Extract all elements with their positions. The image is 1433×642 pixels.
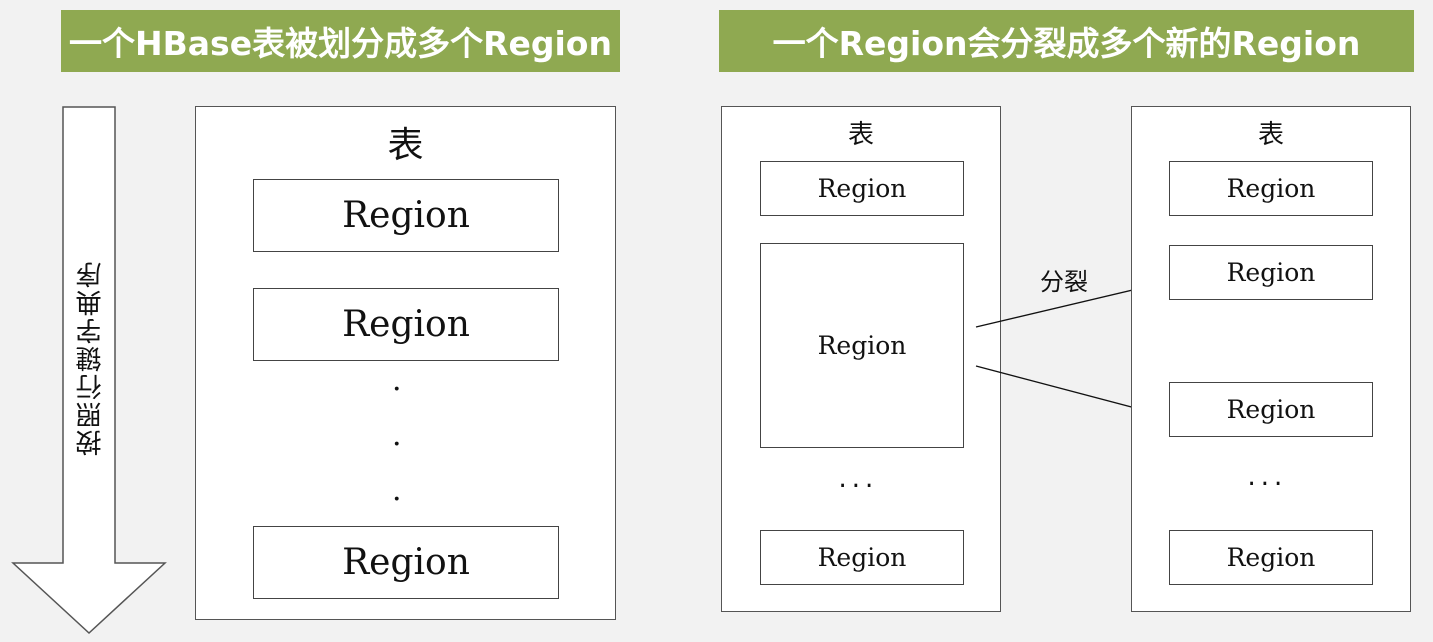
before-region-1: Region (760, 161, 964, 216)
split-label: 分裂 (1040, 268, 1088, 296)
left-table-title: 表 (387, 125, 424, 166)
left-region-1: Region (253, 179, 559, 252)
left-banner: 一个HBase表被划分成多个Region (61, 10, 620, 72)
before-ellipsis: ... (836, 468, 876, 493)
left-ellipsis-dot-3: · (392, 482, 402, 517)
before-split-table-title: 表 (847, 120, 874, 150)
after-ellipsis: ... (1245, 466, 1285, 491)
right-banner: 一个Region会分裂成多个新的Region (719, 10, 1414, 72)
after-region-new-2: Region (1169, 382, 1373, 437)
before-region-splitting: Region (760, 243, 964, 448)
left-region-2: Region (253, 288, 559, 361)
before-region-last: Region (760, 530, 964, 585)
after-region-new-1: Region (1169, 245, 1373, 300)
after-region-last: Region (1169, 530, 1373, 585)
left-ellipsis-dot-2: · (392, 427, 402, 462)
left-ellipsis-dot-1: · (392, 372, 402, 407)
left-region-3: Region (253, 526, 559, 599)
after-split-table-title: 表 (1257, 120, 1284, 150)
after-region-1: Region (1169, 161, 1373, 216)
